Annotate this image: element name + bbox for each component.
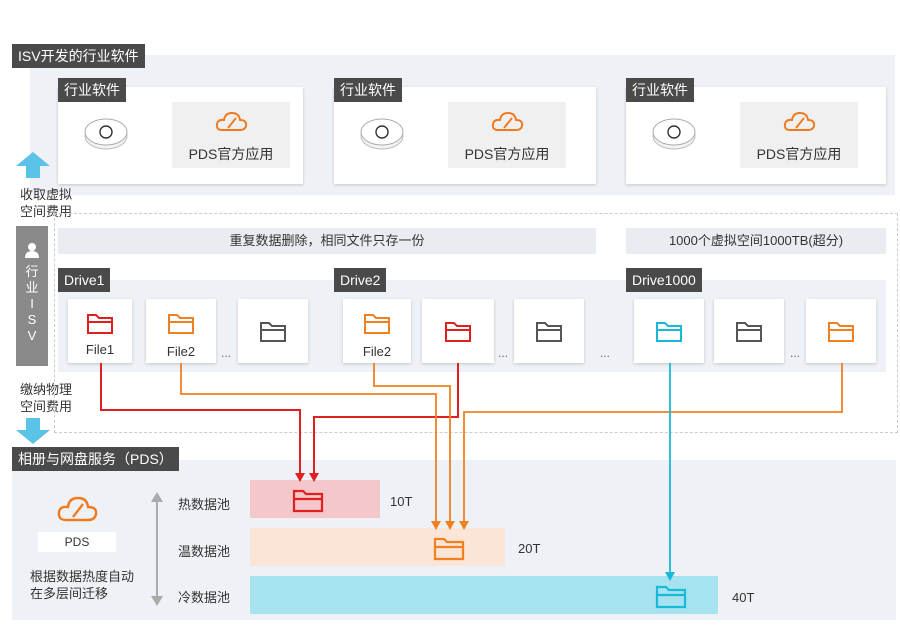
cold-pool-bar [250, 576, 718, 614]
app-disk-icon [82, 114, 130, 159]
pds-app-label: PDS官方应用 [188, 146, 274, 162]
file-card [634, 299, 704, 363]
folder-icon [87, 314, 113, 334]
tiering-label: 根据数据热度自动在多层间迁移 [30, 569, 135, 601]
software-card-title: 行业软件 [58, 78, 126, 102]
cold-pool-label: 冷数据池 [178, 590, 231, 605]
file-label: File1 [85, 342, 115, 357]
warm-pool-capacity: 20T [518, 541, 541, 556]
file-card [238, 299, 308, 363]
pds-app-box: PDS官方应用 [172, 102, 290, 168]
drive-title: Drive1 [58, 268, 111, 292]
app-disk-icon [650, 114, 698, 159]
dedup-banner: 重复数据删除，相同文件只存一份 [58, 228, 596, 254]
file-card [422, 299, 494, 363]
tiering-double-arrow [151, 492, 163, 606]
file-card: File2 [343, 299, 411, 363]
virtual-space-banner: 1000个虚拟空间1000TB(超分) [626, 228, 886, 254]
arrow-up-icon [16, 152, 50, 178]
hot-pool-capacity: 10T [390, 494, 413, 509]
file-card: File2 [146, 299, 216, 363]
folder-icon [656, 322, 682, 342]
pds-app-box: PDS官方应用 [740, 102, 858, 168]
pds-cloud-icon [215, 111, 248, 131]
red-flow-arrows [100, 363, 459, 474]
hot-pool-folder-icon [292, 489, 324, 513]
drive-title: Drive2 [334, 268, 387, 292]
drive-section-border [54, 213, 898, 433]
software-card-title: 行业软件 [626, 78, 694, 102]
pds-badge: PDS [38, 532, 116, 552]
pds-section-header: 相册与网盘服务（PDS） [12, 447, 179, 471]
user-icon [25, 243, 39, 258]
more-drives-dots: ... [600, 346, 611, 360]
folder-icon [536, 322, 562, 342]
file-card [806, 299, 876, 363]
file-card: File1 [68, 299, 132, 363]
file-label: File2 [362, 344, 392, 359]
collect-fee-label: 收取虚拟空间费用 [20, 187, 73, 219]
pds-app-box: PDS官方应用 [448, 102, 566, 168]
pds-app-label: PDS官方应用 [756, 146, 842, 162]
folder-icon [828, 322, 854, 342]
more-dots: ... [221, 346, 232, 360]
app-disk-icon [358, 114, 406, 159]
folder-icon [445, 322, 471, 342]
orange-flow-arrows [180, 363, 843, 522]
cold-pool-capacity: 40T [732, 590, 755, 605]
warm-pool-label: 温数据池 [178, 544, 231, 559]
arrow-down-icon [16, 418, 50, 444]
pds-app-label: PDS官方应用 [464, 146, 550, 162]
folder-icon [364, 314, 390, 334]
hot-pool-label: 热数据池 [178, 497, 231, 512]
folder-icon [168, 314, 194, 334]
folder-icon [260, 322, 286, 342]
folder-icon [736, 322, 762, 342]
file-card [514, 299, 584, 363]
pds-cloud-icon [57, 496, 98, 522]
isv-vertical-label: 行 业 I S V [25, 264, 39, 343]
drive-title: Drive1000 [626, 268, 702, 292]
file-label: File2 [166, 344, 196, 359]
pds-cloud-icon [783, 111, 816, 131]
software-card-title: 行业软件 [334, 78, 402, 102]
cold-pool-folder-icon [655, 585, 687, 609]
file-card [714, 299, 784, 363]
isv-header: ISV开发的行业软件 [12, 44, 145, 68]
pds-cloud-icon [491, 111, 524, 131]
more-dots: ... [790, 346, 801, 360]
pay-fee-label: 缴纳物理空间费用 [20, 382, 73, 414]
warm-pool-folder-icon [433, 537, 465, 561]
more-dots: ... [498, 346, 509, 360]
